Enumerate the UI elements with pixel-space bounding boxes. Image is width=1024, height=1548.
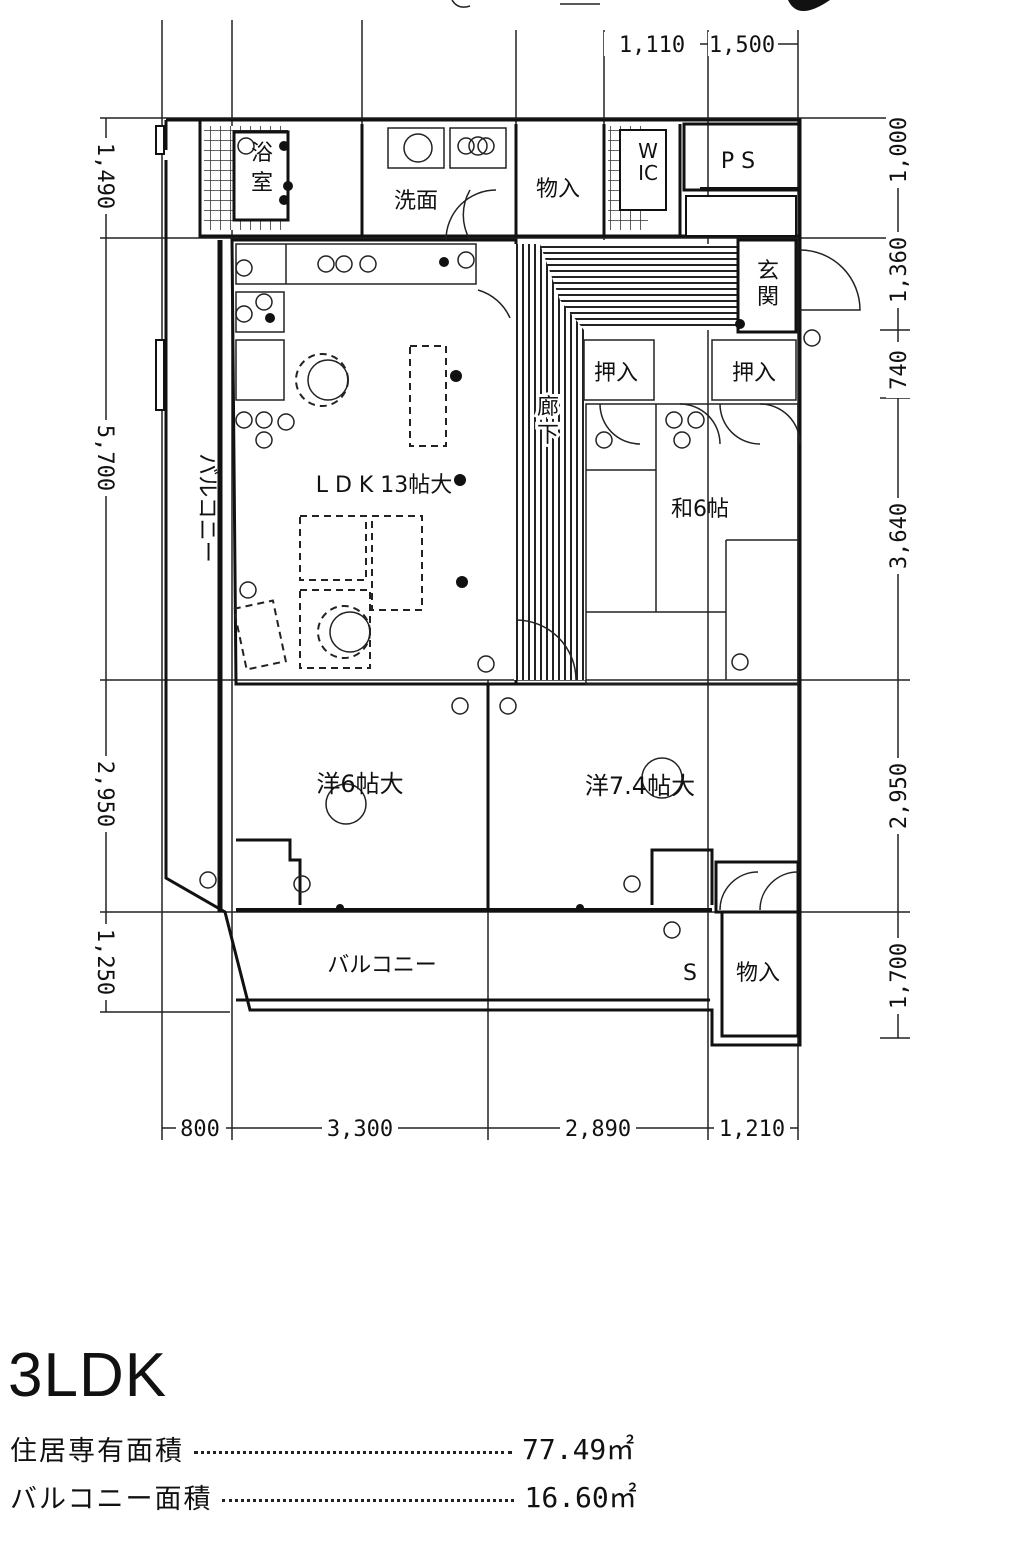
room-label-washroom: 洗面 <box>394 189 438 214</box>
entrance-hatch <box>540 244 738 330</box>
dim-left-2: 5,700 <box>92 425 117 491</box>
balcony-windows <box>155 125 800 411</box>
room-label-washitsu: 和6帖 <box>671 497 729 522</box>
dim-left-1: 1,490 <box>92 143 117 209</box>
room-label-bath-2: 室 <box>251 171 273 196</box>
room-label-ldk: L D K 13帖大 <box>316 473 453 498</box>
room-label-ps: P S <box>721 149 755 174</box>
washitsu-area <box>583 339 801 685</box>
area-summary: 3LDK 住居専有面積 77.49㎡ バルコニー面積 16.60㎡ <box>0 1340 1024 1540</box>
area-dots <box>194 1450 512 1454</box>
top-partial-marks <box>451 0 830 11</box>
washroom-fixtures <box>387 127 507 241</box>
wic-box <box>619 129 667 211</box>
room-label-closet-left: 押入 <box>594 361 638 386</box>
dim-right-2: 1,360 <box>887 237 912 303</box>
dim-right-5: 2,950 <box>887 763 912 829</box>
room-label-entrance-2: 関 <box>757 285 779 310</box>
room-label-storage-bottom: 物入 <box>736 961 780 986</box>
bath-tub <box>232 130 290 222</box>
room-label-corridor-2b: 下 <box>537 423 559 448</box>
dim-bottom-4: 1,210 <box>719 1117 785 1142</box>
corridor-door-swing <box>515 619 577 681</box>
dim-right-1: 1,000 <box>887 117 912 183</box>
kitchen-door-swing <box>477 289 511 319</box>
dim-right-3: 740 <box>887 350 912 390</box>
room-label-wic-ic: IC <box>638 161 658 185</box>
layout-type: 3LDK <box>8 1341 168 1410</box>
room-label-western-7: 洋7.4帖大 <box>585 772 695 800</box>
ldk-furniture <box>232 345 447 671</box>
room-label-balcony-side: バルコニー <box>194 453 219 563</box>
area-value-balcony: 16.60㎡ <box>524 1481 637 1514</box>
dim-bottom-1: 800 <box>180 1117 220 1142</box>
entrance-door-swing <box>799 249 861 311</box>
entrance-floor <box>736 238 798 334</box>
room-label-closet-right: 押入 <box>732 361 776 386</box>
dim-top-1: 1,110 <box>619 33 685 58</box>
dim-left-4: 1,250 <box>92 929 117 995</box>
dim-right-6: 1,700 <box>887 943 912 1009</box>
room-label-storage-top: 物入 <box>536 177 580 202</box>
dim-right-4: 3,640 <box>887 503 912 569</box>
area-value-residence: 77.49㎡ <box>522 1433 635 1466</box>
room-label-bath: 浴 <box>251 141 273 166</box>
western-fixtures <box>325 757 799 911</box>
room-label-western-6: 洋6帖大 <box>316 770 403 798</box>
fixture-dots <box>265 141 745 912</box>
room-label-entrance-1: 玄 <box>757 259 779 284</box>
area-label-balcony: バルコニー面積 <box>10 1483 213 1515</box>
dim-bottom-2: 3,300 <box>327 1117 393 1142</box>
room-label-balcony-bottom: バルコニー <box>327 953 437 978</box>
dim-top-2: 1,500 <box>709 33 775 58</box>
dim-bottom-3: 2,890 <box>565 1117 631 1142</box>
room-label-corridor-1b: 廊 <box>537 395 559 420</box>
s-mark: S <box>683 961 697 986</box>
room-label-corridor-1: 廊 <box>537 395 559 420</box>
floor-plan: 浴 室 洗面 物入 W IC P S 玄 関 L D K 13帖大 廊 廊 下 … <box>92 0 912 1142</box>
area-label-residence: 住居専有面積 <box>10 1435 184 1467</box>
area-row-balcony: バルコニー面積 16.60㎡ <box>10 1476 637 1516</box>
dimension-labels: 1,110 1,500 800 3,300 2,890 1,210 1,490 … <box>92 32 912 1142</box>
room-label-wic-w: W <box>638 139 658 163</box>
area-dots <box>222 1498 515 1502</box>
room-label-corridor-2: 下 <box>537 423 559 448</box>
outlet-marks <box>199 137 821 939</box>
area-row-residence: 住居専有面積 77.49㎡ <box>10 1428 634 1468</box>
dim-left-3: 2,950 <box>92 761 117 827</box>
